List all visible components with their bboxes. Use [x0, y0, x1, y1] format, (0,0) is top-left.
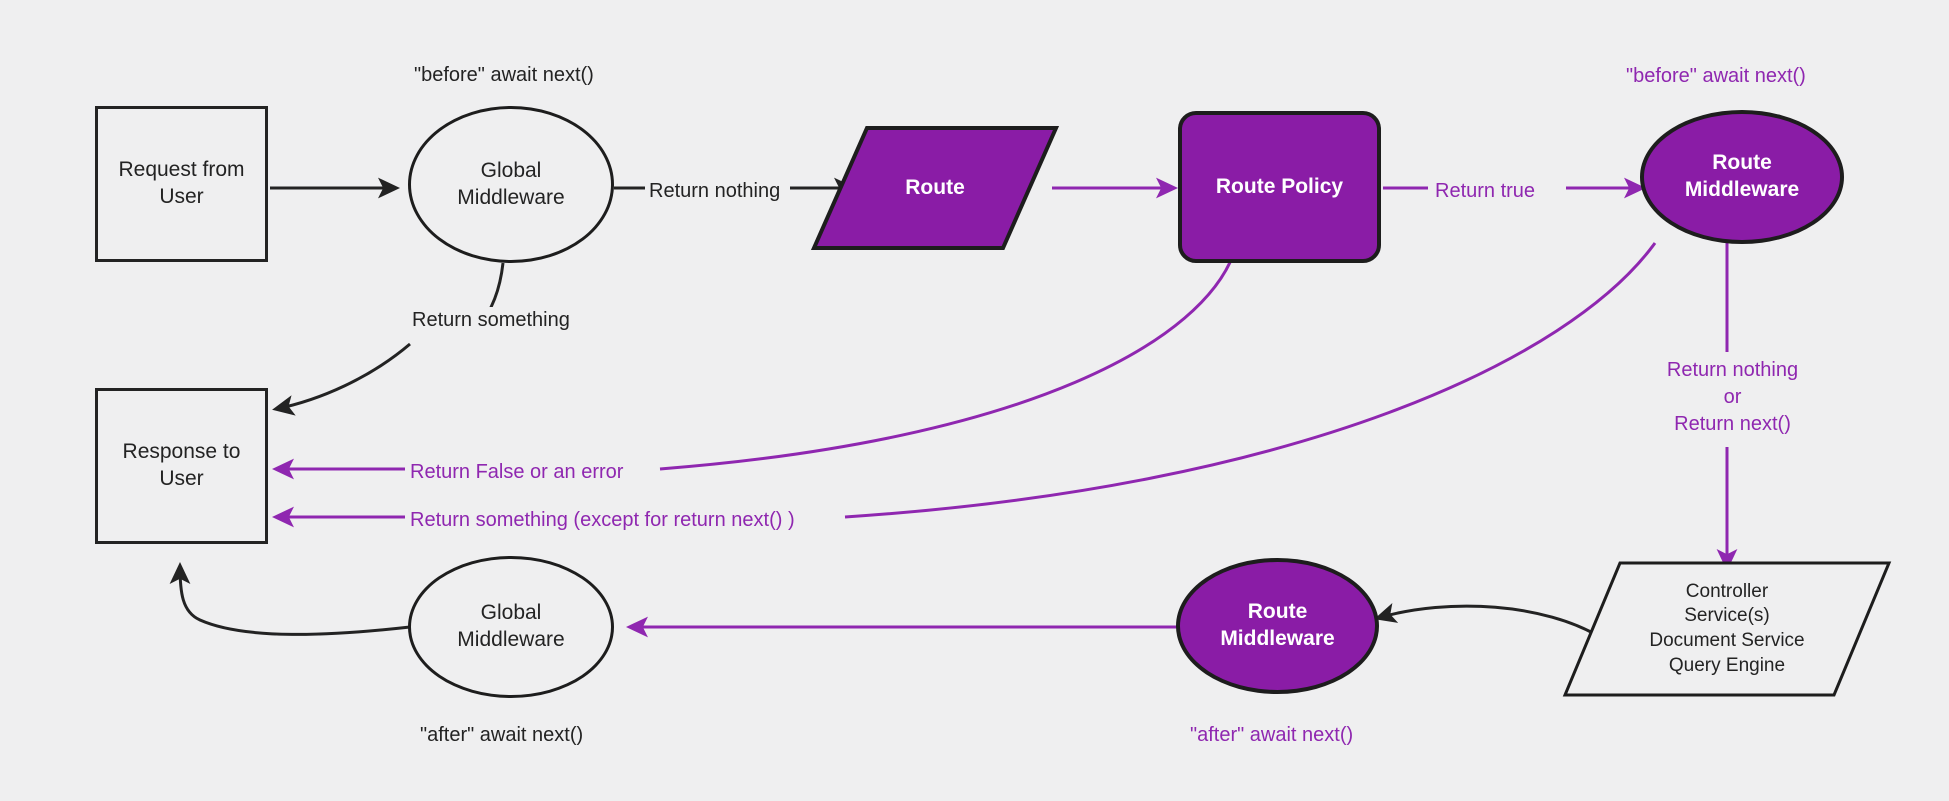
controller-line-2: Service(s) — [1684, 605, 1770, 627]
controller-line-4: Query Engine — [1668, 654, 1786, 676]
node-route-label: Route — [905, 176, 965, 200]
node-controller-label: Controller Service(s) Document Service Q… — [1562, 560, 1892, 698]
node-request-from-user-text: Request from User — [118, 157, 244, 211]
label-return-something-except: Return something (except for return next… — [405, 507, 800, 534]
edge-route-policy-return-false — [659, 249, 1237, 471]
return-nothing-or-next-line-3: Return next() — [1674, 413, 1791, 435]
label-return-true: Return true — [1430, 178, 1541, 205]
edge-return-something-to-response — [272, 342, 411, 416]
controller-line-3: Document Service — [1649, 630, 1805, 651]
return-nothing-or-next-line-2: or — [1723, 386, 1742, 408]
controller-parallelogram-shape — [1562, 561, 1892, 697]
controller-line-1: Controller — [1685, 580, 1769, 602]
node-global-middleware-bottom[interactable]: Global Middleware — [408, 556, 614, 698]
label-after-await-next-route: "after" await next() — [1185, 722, 1359, 749]
response-line-2: User — [159, 467, 204, 490]
route-middleware-bottom-line-2: Middleware — [1220, 627, 1335, 650]
label-return-false-or-error: Return False or an error — [405, 459, 629, 486]
node-response-to-user-text: Response to User — [123, 439, 241, 493]
label-before-await-next-global: "before" await next() — [410, 62, 598, 89]
route-middleware-top-line-1: Route — [1712, 151, 1772, 175]
node-global-middleware-top-text: Global Middleware — [457, 158, 564, 212]
label-return-nothing-or-next: Return nothing or Return next() — [1650, 357, 1815, 438]
node-route-middleware-top-text: Route Middleware — [1685, 150, 1799, 204]
response-line-1: Response to — [122, 440, 241, 464]
node-route-policy[interactable]: Route Policy — [1178, 111, 1381, 263]
node-global-middleware-bottom-text: Global Middleware — [457, 600, 564, 654]
edge-route-middleware-return-something-except — [844, 242, 1657, 519]
node-route-middleware-top[interactable]: Route Middleware — [1640, 110, 1844, 244]
node-request-from-user[interactable]: Request from User — [95, 106, 268, 262]
label-before-await-next-route: "before" await next() — [1621, 63, 1811, 90]
global-middleware-bottom-line-1: Global — [480, 601, 542, 625]
label-return-nothing: Return nothing — [645, 178, 785, 205]
label-return-something: Return something — [408, 307, 574, 334]
node-global-middleware-top[interactable]: Global Middleware — [408, 106, 614, 263]
node-response-to-user[interactable]: Response to User — [95, 388, 268, 544]
node-route-middleware-bottom-text: Route Middleware — [1220, 599, 1334, 653]
route-middleware-bottom-line-1: Route — [1247, 600, 1308, 624]
global-middleware-top-line-1: Global — [480, 158, 542, 182]
route-parallelogram-shape — [810, 126, 1060, 250]
return-nothing-or-next-line-1: Return nothing — [1666, 359, 1799, 381]
request-line-2: User — [159, 185, 204, 208]
node-controller[interactable]: Controller Service(s) Document Service Q… — [1562, 560, 1892, 698]
request-line-1: Request from — [118, 158, 245, 182]
node-route-middleware-bottom[interactable]: Route Middleware — [1176, 558, 1379, 694]
global-middleware-bottom-line-2: Middleware — [457, 628, 565, 651]
node-route-policy-label: Route Policy — [1215, 174, 1344, 198]
edge-global-middleware-bottom-to-response — [169, 562, 411, 636]
route-middleware-top-line-2: Middleware — [1684, 178, 1800, 201]
node-route[interactable]: Route — [810, 124, 1060, 252]
global-middleware-top-line-2: Middleware — [457, 185, 565, 209]
label-after-await-next-global: "after" await next() — [416, 722, 588, 749]
